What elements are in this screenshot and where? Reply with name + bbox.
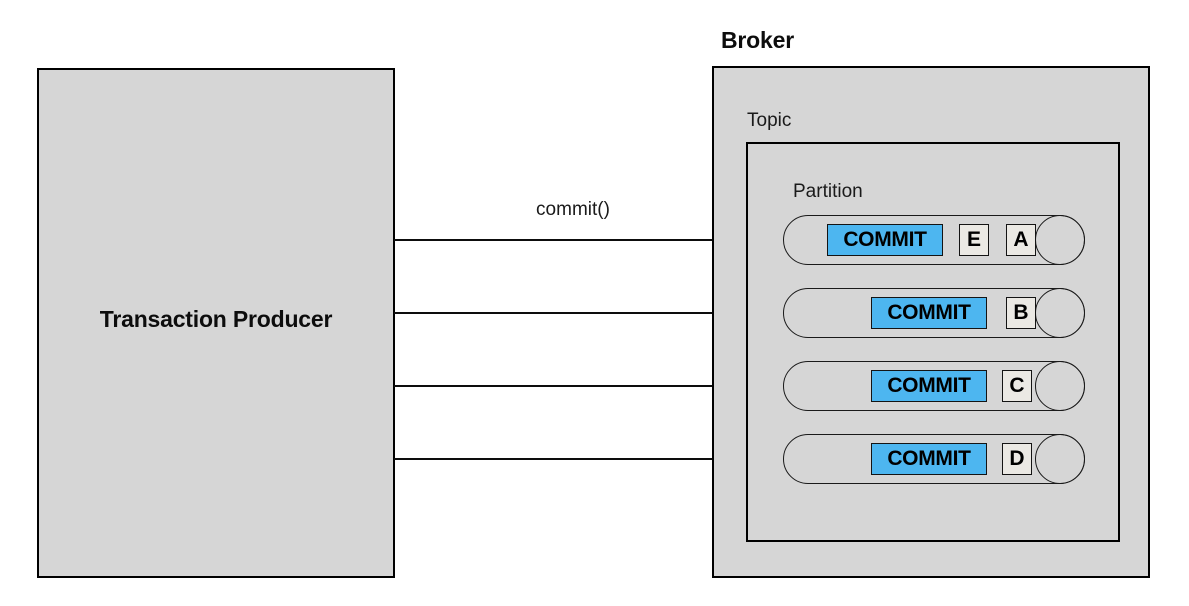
record-chip: B bbox=[1006, 297, 1036, 329]
record-chip: E bbox=[959, 224, 989, 256]
log-end-cap-icon bbox=[1035, 215, 1085, 265]
partition-label: Partition bbox=[793, 181, 863, 202]
topic-label: Topic bbox=[747, 110, 792, 131]
commit-marker: COMMIT bbox=[871, 370, 987, 402]
commit-marker: COMMIT bbox=[827, 224, 943, 256]
record-chip: D bbox=[1002, 443, 1032, 475]
arrow-line-4 bbox=[394, 458, 772, 460]
log-end-cap-icon bbox=[1035, 434, 1085, 484]
transaction-producer-label: Transaction Producer bbox=[99, 306, 333, 332]
broker-title: Broker bbox=[721, 27, 794, 53]
transaction-producer-box bbox=[37, 68, 395, 578]
log-end-cap-icon bbox=[1035, 361, 1085, 411]
commit-marker: COMMIT bbox=[871, 297, 987, 329]
record-chip: C bbox=[1002, 370, 1032, 402]
arrow-line-3 bbox=[394, 385, 772, 387]
partition-log-row: COMMIT D bbox=[783, 434, 1085, 484]
arrow-line-2 bbox=[394, 312, 772, 314]
commit-marker: COMMIT bbox=[871, 443, 987, 475]
arrow-line-1 bbox=[394, 239, 772, 241]
partition-log-row: COMMIT E A bbox=[783, 215, 1085, 265]
partition-log-row: COMMIT B bbox=[783, 288, 1085, 338]
record-chip: A bbox=[1006, 224, 1036, 256]
commit-call-label: commit() bbox=[536, 199, 610, 220]
log-end-cap-icon bbox=[1035, 288, 1085, 338]
partition-log-row: COMMIT C bbox=[783, 361, 1085, 411]
